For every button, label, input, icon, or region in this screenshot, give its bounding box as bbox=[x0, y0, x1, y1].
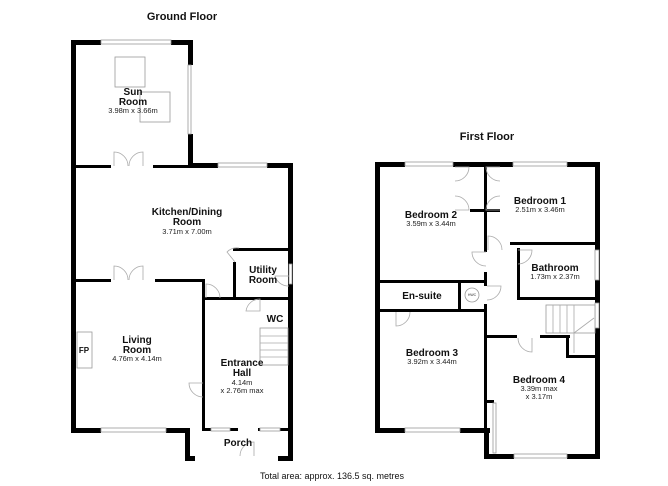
first-floor-doors bbox=[395, 166, 533, 353]
room-entrance-hall: Entrance Hall 4.14m x 2.76m max bbox=[221, 358, 264, 395]
svg-text:x 2.76m max: x 2.76m max bbox=[221, 386, 264, 395]
room-bedroom-4: Bedroom 4 3.39m max x 3.17m bbox=[513, 375, 566, 401]
room-living: Living Room 4.76m x 4.14m bbox=[112, 335, 162, 363]
total-area: Total area: approx. 136.5 sq. metres bbox=[260, 471, 405, 481]
svg-text:Bedroom 2: Bedroom 2 bbox=[405, 210, 458, 221]
svg-text:4.76m x 4.14m: 4.76m x 4.14m bbox=[112, 354, 162, 363]
stairs-first bbox=[545, 304, 596, 353]
fireplace bbox=[76, 331, 93, 369]
svg-text:Room: Room bbox=[123, 345, 151, 356]
svg-text:3.71m x 7.00m: 3.71m x 7.00m bbox=[162, 227, 212, 236]
svg-text:Sun: Sun bbox=[124, 87, 143, 98]
room-bedroom-1: Bedroom 1 2.51m x 3.46m bbox=[514, 196, 567, 214]
hot-water-cylinder bbox=[464, 287, 480, 303]
svg-text:Entrance: Entrance bbox=[221, 358, 264, 369]
first-floor-windows bbox=[404, 161, 600, 459]
svg-text:3.39m max: 3.39m max bbox=[520, 384, 557, 393]
svg-text:Room: Room bbox=[119, 97, 147, 108]
svg-text:1.73m x 2.37m: 1.73m x 2.37m bbox=[530, 272, 580, 281]
stairs-ground bbox=[259, 327, 289, 366]
room-porch: Porch bbox=[224, 438, 252, 449]
svg-text:Bedroom 3: Bedroom 3 bbox=[406, 348, 459, 359]
room-utility: Utility Room bbox=[249, 265, 277, 286]
svg-text:3.98m x 3.66m: 3.98m x 3.66m bbox=[108, 106, 158, 115]
svg-text:Room: Room bbox=[173, 217, 201, 228]
room-en-suite: En-suite bbox=[402, 291, 442, 302]
first-floor-title: First Floor bbox=[460, 131, 515, 143]
svg-text:3.92m x 3.44m: 3.92m x 3.44m bbox=[407, 357, 457, 366]
room-bedroom-2: Bedroom 2 3.59m x 3.44m bbox=[405, 210, 458, 228]
room-sun-room: Sun Room 3.98m x 3.66m bbox=[108, 87, 158, 115]
room-bedroom-3: Bedroom 3 3.92m x 3.44m bbox=[406, 348, 459, 366]
svg-text:Hall: Hall bbox=[233, 368, 252, 379]
ground-floor-walls bbox=[71, 40, 293, 461]
svg-text:Bedroom 4: Bedroom 4 bbox=[513, 375, 566, 386]
fireplace-label: FP bbox=[79, 346, 90, 355]
ground-floor-doors bbox=[113, 151, 290, 457]
svg-text:2.51m x 3.46m: 2.51m x 3.46m bbox=[515, 205, 565, 214]
room-bathroom: Bathroom 1.73m x 2.37m bbox=[530, 263, 580, 281]
svg-text:Bedroom 1: Bedroom 1 bbox=[514, 196, 567, 207]
svg-text:Room: Room bbox=[249, 275, 277, 286]
hwc-label: HWC bbox=[468, 293, 477, 297]
ground-floor-title: Ground Floor bbox=[147, 11, 218, 23]
room-wc: WC bbox=[267, 314, 284, 325]
svg-text:Bathroom: Bathroom bbox=[531, 263, 578, 274]
svg-text:4.14m: 4.14m bbox=[232, 378, 253, 387]
svg-text:Living: Living bbox=[122, 335, 151, 346]
svg-text:Kitchen/Dining: Kitchen/Dining bbox=[152, 207, 223, 218]
room-kitchen-dining: Kitchen/Dining Room 3.71m x 7.00m bbox=[152, 207, 223, 236]
svg-text:x 3.17m: x 3.17m bbox=[526, 392, 553, 401]
svg-text:Utility: Utility bbox=[249, 265, 277, 276]
ground-floor-windows bbox=[100, 39, 293, 433]
svg-text:3.59m x 3.44m: 3.59m x 3.44m bbox=[406, 219, 456, 228]
